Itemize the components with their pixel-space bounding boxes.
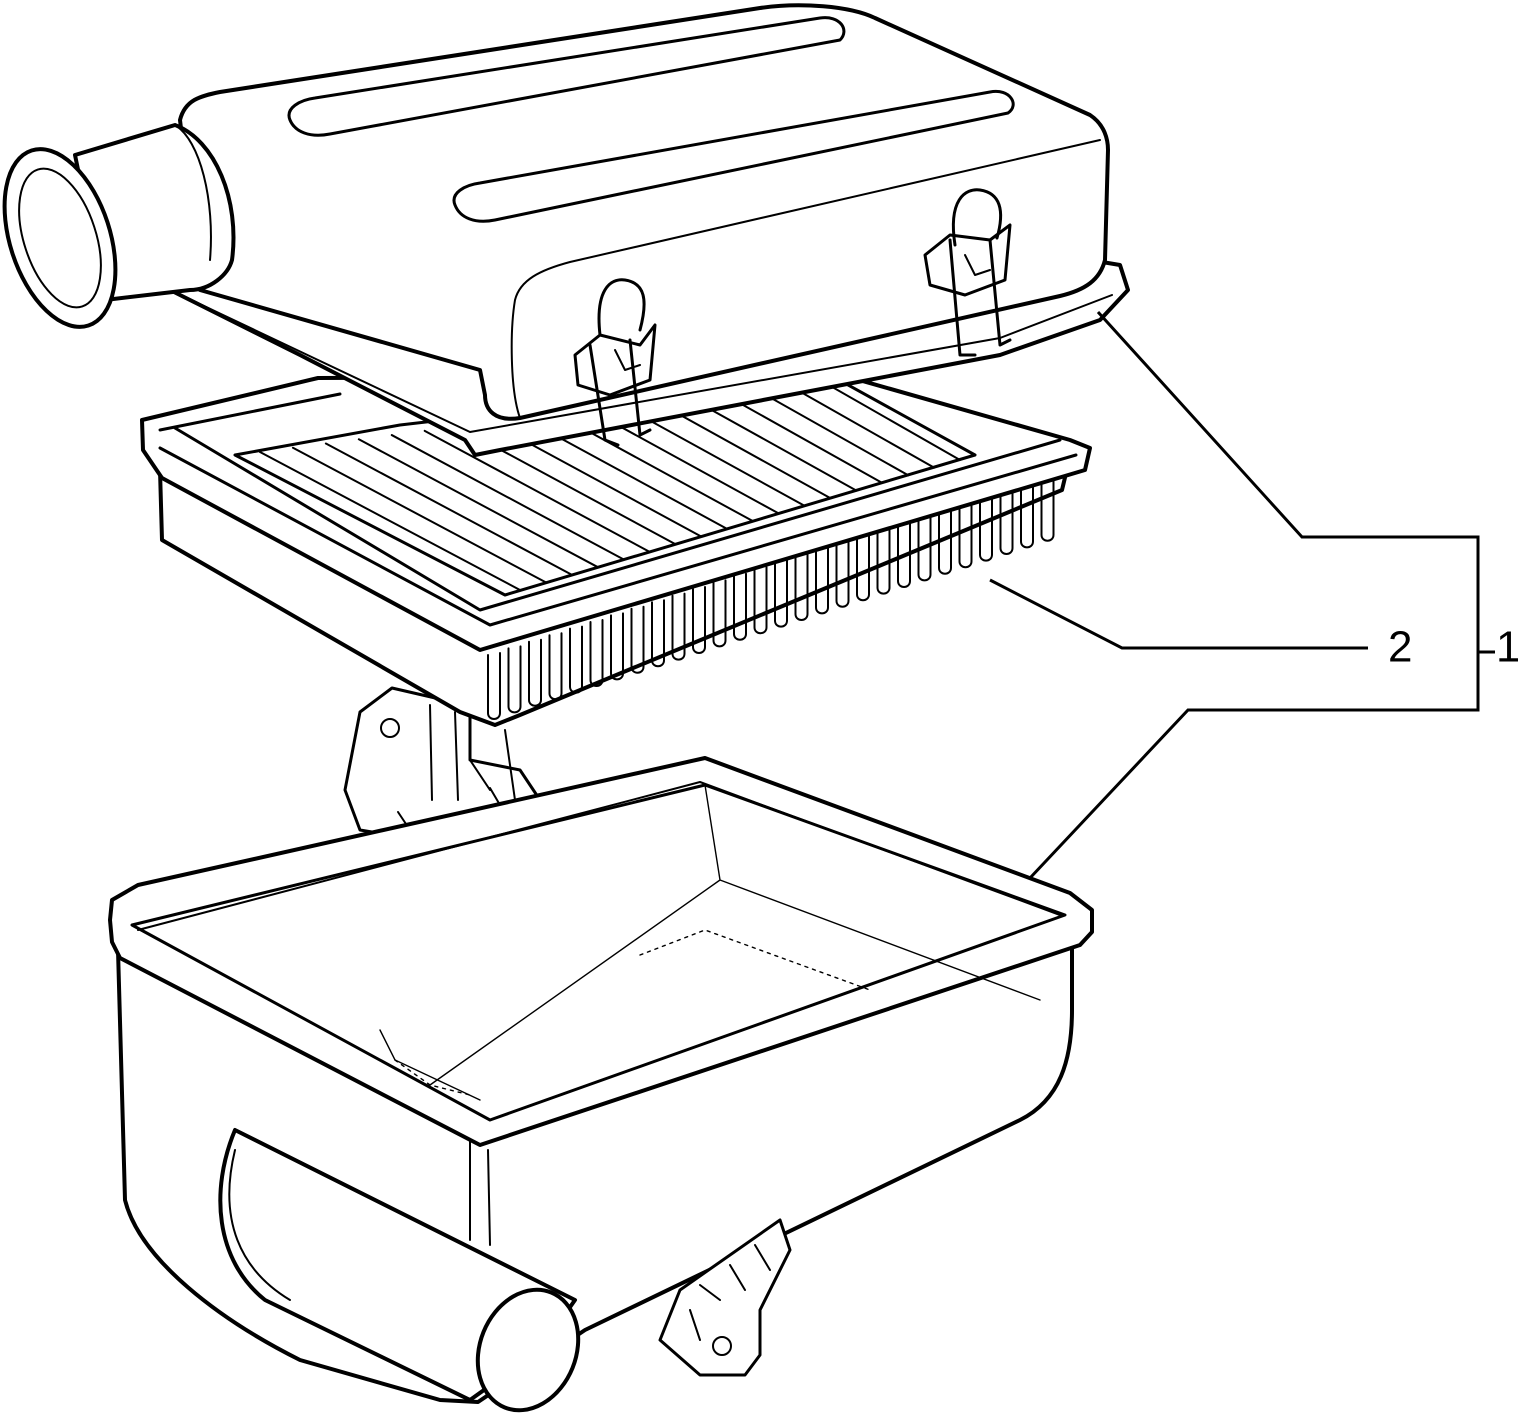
filter-pleats <box>487 473 1055 720</box>
filter-pleat <box>528 638 542 707</box>
filter-grid-line <box>687 395 858 492</box>
filter-pleat <box>507 645 522 714</box>
callout-label-1: 1 <box>1496 623 1518 672</box>
filter-pleat <box>733 572 747 641</box>
filter-pleat <box>774 559 788 628</box>
filter-pleat <box>630 605 645 674</box>
filter-pleat <box>753 566 768 635</box>
filter-grid-line <box>786 383 936 469</box>
filter-pleat <box>569 625 583 694</box>
filter-pleat <box>1040 473 1055 542</box>
filter-grid-line <box>819 379 961 461</box>
filter-grid-line <box>720 391 884 484</box>
inlet-tube <box>2 123 236 329</box>
clip-right <box>923 188 1012 357</box>
filter-grid-line <box>753 387 910 477</box>
filter-pleat <box>979 493 993 562</box>
filter-pleat <box>794 553 809 621</box>
filter-pleat <box>1020 480 1034 549</box>
filter-pleat <box>487 652 501 720</box>
filter-grid-line <box>423 429 651 553</box>
filter-pleat <box>815 546 829 615</box>
filter-pleat <box>712 579 727 648</box>
lower-mounting-bracket <box>658 1218 792 1377</box>
filter-pleat <box>835 539 850 608</box>
filter-pleat <box>671 592 686 661</box>
filter-grid-line <box>390 434 625 561</box>
filter-pleat <box>938 506 952 575</box>
filter-pleat <box>651 599 665 668</box>
filter-housing-bottom <box>108 686 1094 1413</box>
filter-grid-line <box>357 438 599 569</box>
filter-grid-line <box>324 442 573 576</box>
leader-line-cover <box>1028 310 1480 880</box>
filter-pleat <box>917 513 932 582</box>
filter-grid-line <box>654 400 832 500</box>
filter-pleat <box>589 619 604 687</box>
filter-pleat <box>999 487 1014 555</box>
filter-grid-line <box>259 451 521 591</box>
filter-pleat <box>856 533 870 602</box>
filter-pleat <box>958 500 973 569</box>
outlet-tube-lower <box>218 1128 581 1413</box>
filter-grid-line <box>291 446 547 584</box>
leader-line-filter <box>989 578 1368 650</box>
clip-left <box>573 278 657 447</box>
filter-pleat <box>897 520 911 588</box>
filter-pleat <box>876 526 891 595</box>
callout-leaders <box>989 310 1495 880</box>
filter-pleat <box>692 586 706 654</box>
filter-pleat <box>610 612 624 681</box>
callout-label-2: 2 <box>1388 623 1412 672</box>
filter-housing-cover <box>2 3 1130 457</box>
filter-pleat <box>548 632 563 701</box>
